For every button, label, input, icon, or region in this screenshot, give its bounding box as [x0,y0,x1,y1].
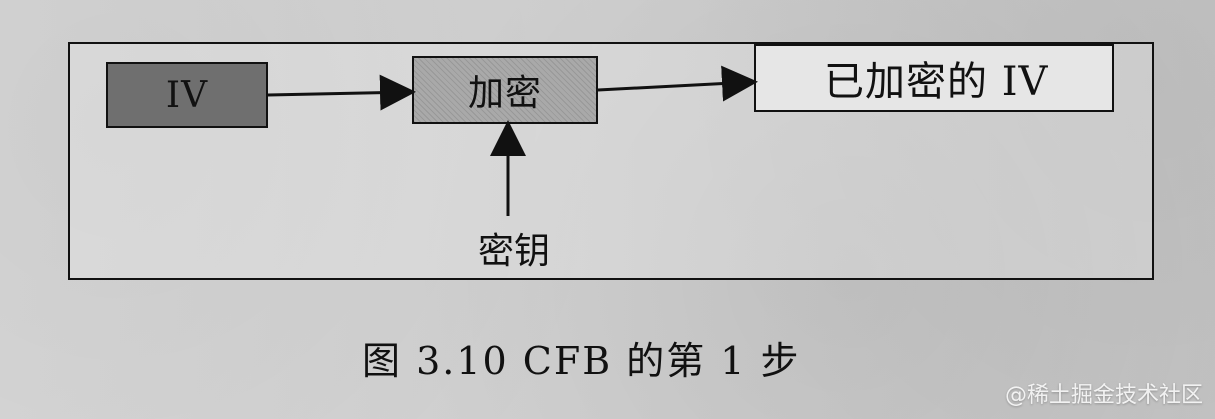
encrypt-box: 加密 [412,56,598,124]
iv-box: IV [106,62,268,128]
watermark: @稀土掘金技术社区 [1004,383,1203,408]
iv-label: IV [165,74,209,116]
encrypt-label: 加密 [467,73,542,114]
key-label: 密钥 [477,231,550,272]
figure-caption: 图 3.10 CFB 的第 1 步 [362,339,801,383]
encrypted-iv-label: 已加密的 IV [824,59,1049,105]
encrypted-iv-box: 已加密的 IV [754,44,1114,112]
